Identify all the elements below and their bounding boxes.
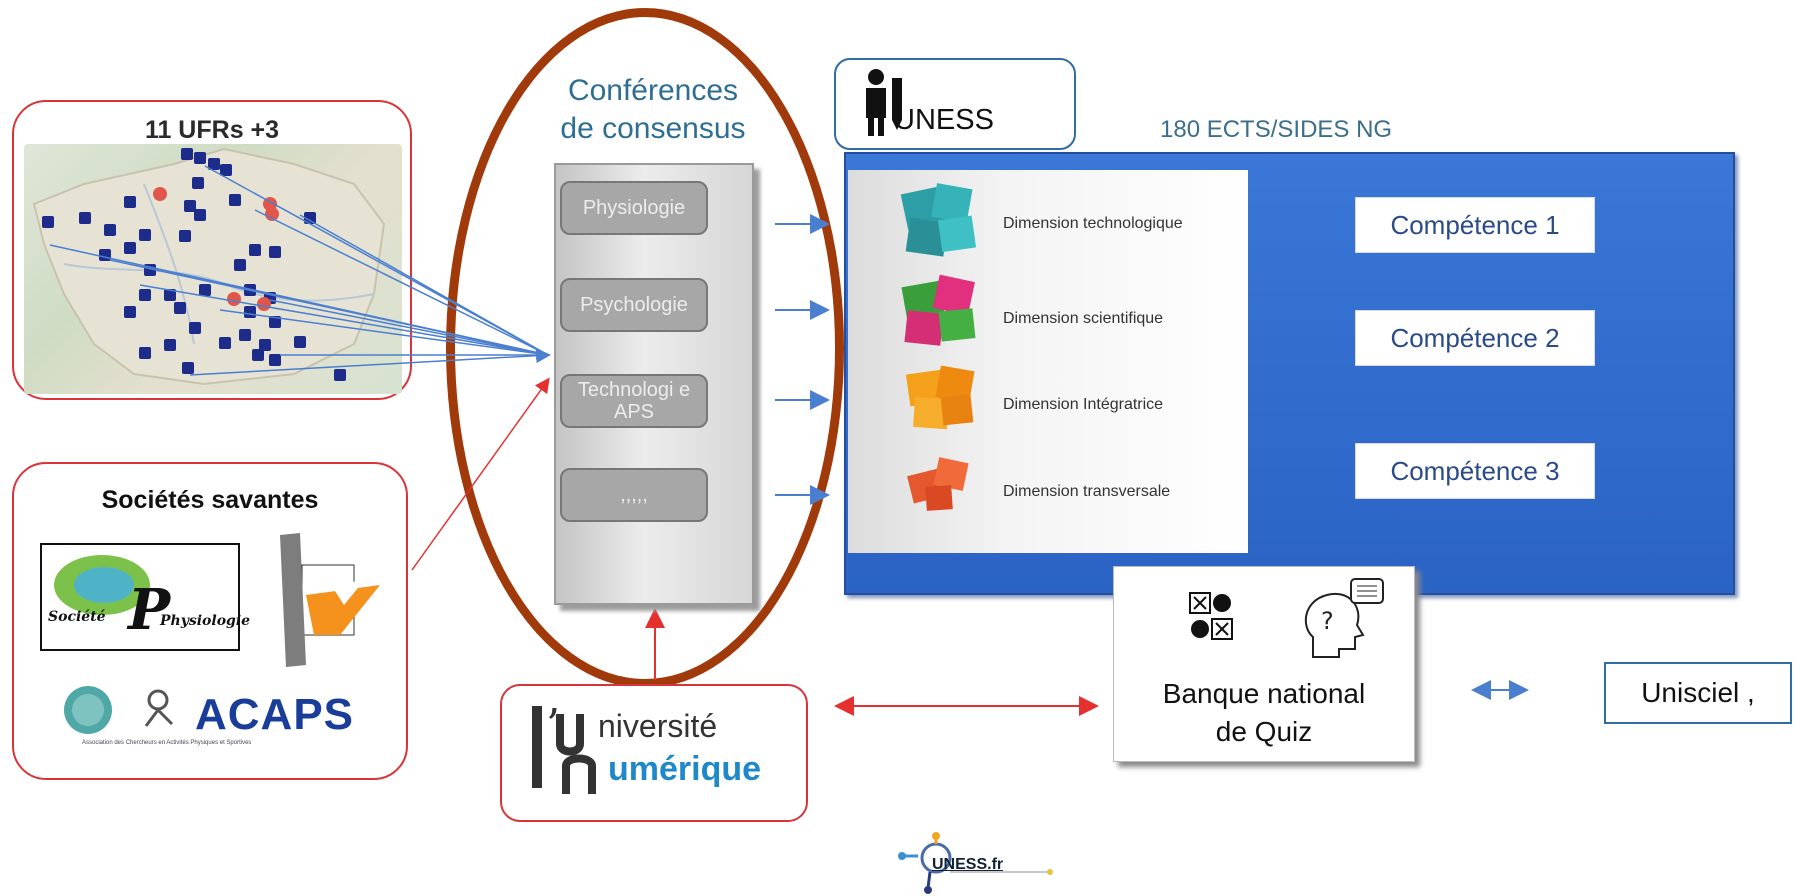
acaps-circle-logo bbox=[64, 686, 112, 734]
banque-quiz-line2: de Quiz bbox=[1215, 716, 1313, 747]
sfp-logo-text-1: Société bbox=[48, 609, 106, 625]
consensus-title: Conférences de consensus bbox=[528, 72, 778, 148]
tictactoe-icon bbox=[1189, 592, 1233, 640]
dimension-technologique: Dimension technologique bbox=[1003, 215, 1183, 232]
consensus-title-line2: de consensus bbox=[560, 112, 746, 145]
uness-label: UNESS bbox=[894, 104, 994, 136]
svg-text:?: ? bbox=[1321, 607, 1334, 635]
sfp-logo-text-2: Physiologie bbox=[160, 613, 251, 629]
puzzle-technologique-icon bbox=[900, 183, 977, 257]
ects-title: 180 ECTS/SIDES NG bbox=[1160, 116, 1393, 143]
competence-1: Compétence 1 bbox=[1355, 197, 1595, 253]
un-logo-letters bbox=[556, 714, 596, 794]
banque-quiz-box: ? Banque national de Quiz bbox=[1113, 566, 1415, 762]
banque-quiz-line1: Banque national bbox=[1162, 678, 1366, 709]
puzzle-icons bbox=[900, 183, 977, 511]
universite-numerique-box: ’ niversité umérique bbox=[500, 684, 808, 822]
societes-title: Sociétés savantes bbox=[101, 486, 319, 514]
acaps-subtitle: Association des Chercheurs en Activités … bbox=[82, 740, 252, 746]
uness-box: UNESS bbox=[834, 58, 1076, 150]
consensus-title-line1: Conférences bbox=[567, 74, 739, 107]
teacher-pencil-icon bbox=[866, 69, 902, 136]
puzzle-transversale-icon bbox=[907, 457, 969, 511]
sfp-logo-graphic: P bbox=[54, 555, 172, 643]
un-logo-bar bbox=[532, 706, 542, 788]
head-question-icon: ? bbox=[1304, 578, 1384, 658]
france-map bbox=[24, 144, 402, 394]
consensus-item-technologie-aps[interactable]: Technologi e APS bbox=[560, 374, 708, 428]
sfpp-logo bbox=[280, 533, 380, 667]
puzzle-scientifique-icon bbox=[901, 274, 976, 346]
competence-3: Compétence 3 bbox=[1355, 443, 1595, 499]
sfp-logo: P Société Physiologie bbox=[40, 543, 250, 651]
acaps-label: ACAPS bbox=[195, 690, 355, 739]
banque-quiz-label: Banque national de Quiz bbox=[1114, 675, 1414, 751]
un-logo-line2: umérique bbox=[608, 750, 762, 788]
svg-text:P: P bbox=[126, 577, 172, 643]
consensus-item-others[interactable]: ,,,,, bbox=[560, 468, 708, 522]
dimension-integratrice: Dimension Intégratrice bbox=[1003, 396, 1164, 413]
acaps-figure-icon bbox=[144, 689, 174, 727]
uness-fr-logo-graphic bbox=[898, 832, 1053, 894]
competence-2: Compétence 2 bbox=[1355, 310, 1595, 366]
ufr-map-box: 11 UFRs +3 bbox=[12, 100, 412, 400]
unisciel-box: Unisciel , bbox=[1604, 662, 1792, 724]
consensus-item-psychologie[interactable]: Psychologie bbox=[560, 278, 708, 332]
consensus-item-physiologie[interactable]: Physiologie bbox=[560, 181, 708, 235]
dimension-scientifique: Dimension scientifique bbox=[1003, 310, 1164, 327]
consensus-highlight-ring bbox=[446, 8, 844, 688]
ufr-title: 11 UFRs +3 bbox=[144, 116, 280, 144]
uness-fr-logo-text: UNESS.fr bbox=[932, 856, 1004, 873]
puzzle-integratrice-icon bbox=[905, 365, 975, 430]
un-logo-line1: niversité bbox=[598, 708, 718, 744]
dimension-transversale: Dimension transversale bbox=[1003, 483, 1171, 500]
